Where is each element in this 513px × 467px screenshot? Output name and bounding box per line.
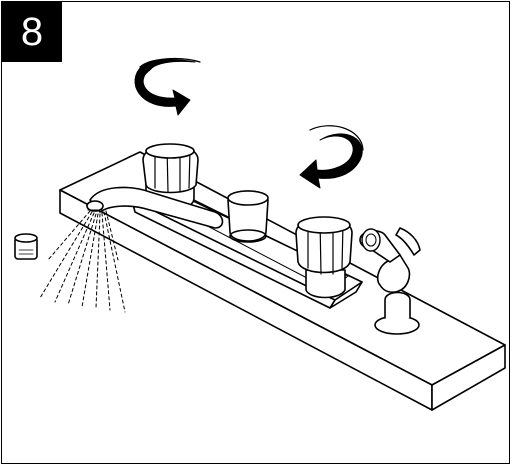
right-handle[interactable] xyxy=(295,216,353,299)
aerator-icon xyxy=(14,233,38,260)
spout xyxy=(86,186,224,229)
rotate-arrow-icon xyxy=(299,125,364,189)
step-number-badge: 8 xyxy=(2,2,62,62)
water-spray-icon xyxy=(39,210,126,313)
rotate-arrow-icon xyxy=(134,58,201,116)
side-sprayer-icon xyxy=(359,227,421,335)
center-base xyxy=(227,190,269,243)
